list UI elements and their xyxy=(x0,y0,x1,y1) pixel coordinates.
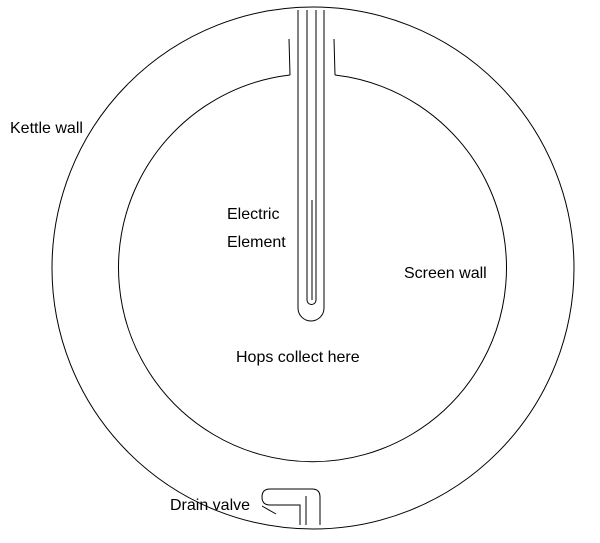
screen-collar-right xyxy=(333,38,336,76)
electric-element-label-line1: Electric xyxy=(227,206,280,223)
drain-valve-label: Drain valve xyxy=(170,497,251,514)
screen-wall-label: Screen wall xyxy=(404,265,487,282)
electric-element-label-line2: Element xyxy=(227,234,286,251)
hops-collect-label: Hops collect here xyxy=(236,349,360,366)
kettle-wall-circle xyxy=(51,6,575,530)
screen-collar-left xyxy=(288,38,291,76)
drain-valve-pointer xyxy=(261,505,277,515)
drain-valve xyxy=(261,488,321,525)
screen-wall-circle xyxy=(118,74,507,463)
electric-element-inner xyxy=(306,10,317,305)
electric-element-outer xyxy=(297,10,325,322)
kettle-wall-label: Kettle wall xyxy=(10,120,83,137)
